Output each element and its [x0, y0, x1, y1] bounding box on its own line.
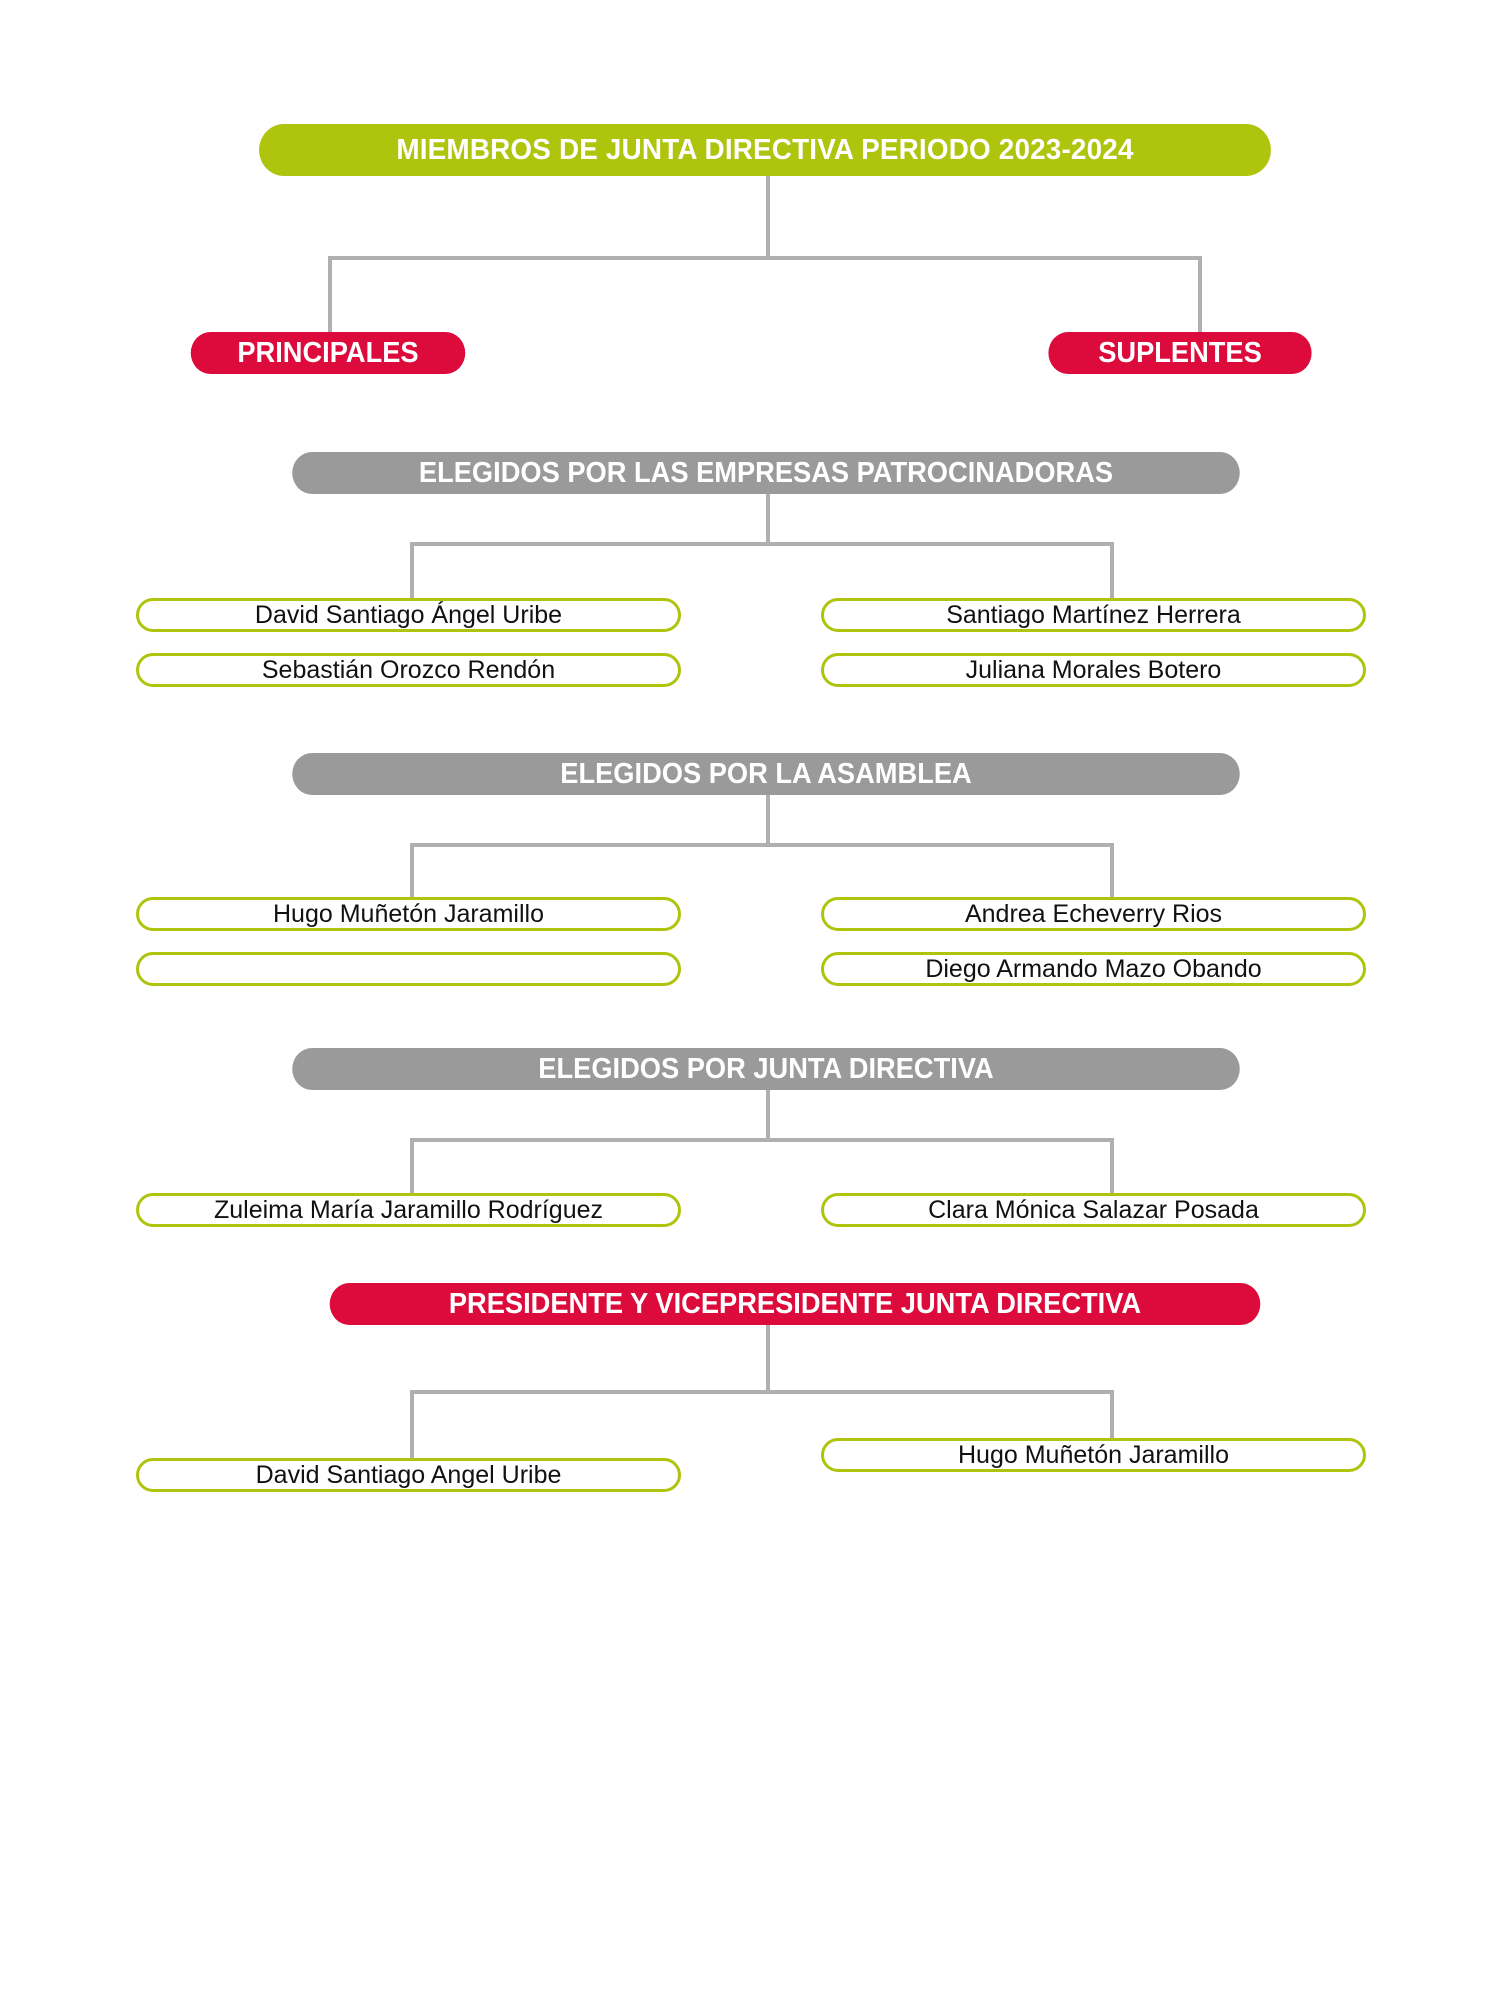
member-pill: Hugo Muñetón Jaramillo [136, 897, 681, 931]
connector-s1-down [766, 494, 770, 542]
member-name: Zuleima María Jaramillo Rodríguez [213, 1195, 604, 1224]
column-header-principales: PRINCIPALES [190, 332, 466, 374]
member-pill: David Santiago Angel Uribe [136, 1458, 681, 1492]
connector-s2-right [1110, 843, 1114, 899]
connector-s3-left [410, 1138, 414, 1194]
member-pill: Diego Armando Mazo Obando [821, 952, 1366, 986]
column-header-suplentes: SUPLENTES [1048, 332, 1312, 374]
connector-s1-left [410, 542, 414, 598]
member-pill: Hugo Muñetón Jaramillo [821, 1438, 1366, 1472]
member-pill: Clara Mónica Salazar Posada [821, 1193, 1366, 1227]
connector-s3-down [766, 1090, 770, 1138]
column-header-suplentes-label: SUPLENTES [1098, 336, 1262, 369]
connector-s4-down [766, 1325, 770, 1390]
member-name: Hugo Muñetón Jaramillo [273, 899, 544, 928]
member-pill: Sebastián Orozco Rendón [136, 653, 681, 687]
connector-s4-horizontal [410, 1390, 1114, 1394]
connector-s3-right [1110, 1138, 1114, 1194]
member-name: Santiago Martínez Herrera [946, 600, 1241, 629]
connector-s4-left [410, 1390, 414, 1458]
section-header-empresas-patrocinadoras: ELEGIDOS POR LAS EMPRESAS PATROCINADORAS [292, 452, 1240, 494]
member-name: Diego Armando Mazo Obando [925, 954, 1262, 983]
member-pill: Juliana Morales Botero [821, 653, 1366, 687]
member-name: David Santiago Angel Uribe [255, 1460, 562, 1489]
member-name: Hugo Muñetón Jaramillo [958, 1440, 1229, 1469]
connector-to-principales [328, 256, 332, 332]
connector-s1-right [1110, 542, 1114, 598]
member-name: Sebastián Orozco Rendón [261, 655, 556, 684]
section-header-asamblea: ELEGIDOS POR LA ASAMBLEA [292, 753, 1240, 795]
member-name: David Santiago Ángel Uribe [254, 600, 563, 629]
connector-s4-right [1110, 1390, 1114, 1438]
member-pill: Andrea Echeverry Rios [821, 897, 1366, 931]
member-pill: Santiago Martínez Herrera [821, 598, 1366, 632]
member-pill-empty [136, 952, 681, 986]
connector-title-down [766, 176, 770, 256]
section-header-presidente-vicepresidente: PRESIDENTE Y VICEPRESIDENTE JUNTA DIRECT… [329, 1283, 1261, 1325]
connector-s3-horizontal [410, 1138, 1114, 1142]
chart-title-banner: MIEMBROS DE JUNTA DIRECTIVA PERIODO 2023… [259, 124, 1271, 176]
member-pill: David Santiago Ángel Uribe [136, 598, 681, 632]
section-header-junta-directiva: ELEGIDOS POR JUNTA DIRECTIVA [292, 1048, 1240, 1090]
connector-s1-horizontal [410, 542, 1114, 546]
connector-to-suplentes [1198, 256, 1202, 332]
connector-s2-left [410, 843, 414, 899]
member-pill: Zuleima María Jaramillo Rodríguez [136, 1193, 681, 1227]
section-header-empresas-patrocinadoras-label: ELEGIDOS POR LAS EMPRESAS PATROCINADORAS [418, 456, 1114, 489]
connector-s2-down [766, 795, 770, 843]
connector-s2-horizontal [410, 843, 1114, 847]
section-header-junta-directiva-label: ELEGIDOS POR JUNTA DIRECTIVA [538, 1052, 994, 1085]
section-header-presidente-vicepresidente-label: PRESIDENTE Y VICEPRESIDENTE JUNTA DIRECT… [448, 1287, 1142, 1320]
column-header-principales-label: PRINCIPALES [237, 336, 419, 369]
member-name: Andrea Echeverry Rios [964, 899, 1223, 928]
section-header-asamblea-label: ELEGIDOS POR LA ASAMBLEA [560, 757, 972, 790]
connector-top-horizontal [328, 256, 1202, 260]
member-name: Clara Mónica Salazar Posada [928, 1195, 1259, 1224]
chart-title-text: MIEMBROS DE JUNTA DIRECTIVA PERIODO 2023… [396, 133, 1134, 166]
member-name: Juliana Morales Botero [965, 655, 1222, 684]
